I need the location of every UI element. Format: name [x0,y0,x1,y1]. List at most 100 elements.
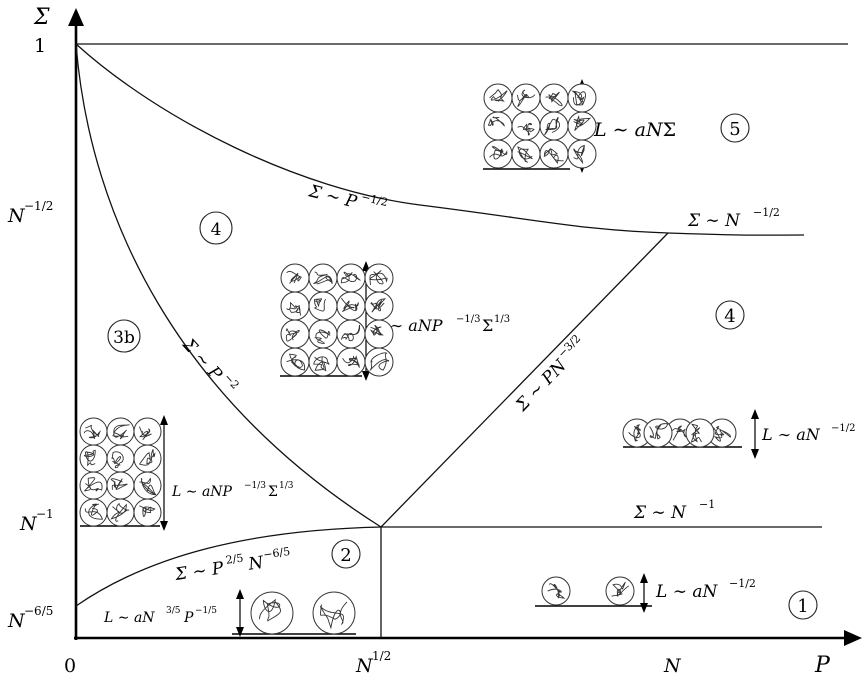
svg-text:−6/5: −6/5 [262,545,290,562]
chain-squiggle [313,271,333,285]
svg-text:1/2: 1/2 [372,649,391,663]
x-tick-n: N [663,655,682,677]
chain-squiggle [340,271,361,284]
chain-squiggle [649,423,669,440]
chain-squiggle [544,116,561,136]
svg-text:−1/2: −1/2 [831,423,855,434]
chain-squiggle [545,91,563,107]
chain-squiggle [517,89,536,107]
svg-text:−1/3: −1/3 [456,314,480,325]
blob-r3a [106,498,135,527]
chain-squiggle [138,426,152,440]
blob-r2 [250,591,294,635]
region-3a-label: 3b [107,319,141,353]
svg-text:5: 5 [729,119,740,140]
y-tick-n-six-fifths: N −6/5 [7,604,53,632]
x-tick-0: 0 [64,655,76,677]
left-boundary-label: Σ ∼ P −2 [178,334,242,391]
diagonal-boundary-label: Σ ∼ PN −3/2 [512,332,584,416]
chain-squiggle [84,477,103,492]
svg-text:L ∼ aN: L ∼ aN [761,425,821,444]
chain-squiggle [517,122,535,136]
y-tick-n-half: N −1/2 [7,199,53,227]
region-1-label: 1 [788,590,818,620]
region-5-label: 5 [720,113,750,143]
chain-squiggle [611,581,629,597]
height-label-r1: L ∼ aN −1/2 [655,577,756,602]
svg-text:N: N [7,610,26,632]
chain-squiggle [340,297,359,312]
lower-left-boundary-label: Σ ∼ P 2/5 N −6/5 [173,545,291,585]
svg-text:Σ: Σ [482,316,493,335]
svg-text:−6/5: −6/5 [24,604,53,618]
svg-text:Σ ∼ PN: Σ ∼ PN [512,355,572,416]
svg-text:N: N [19,513,38,535]
chain-squiggle [342,355,360,368]
height-label-r4: L ∼ aN −1/2 [761,423,855,444]
svg-text:Σ ∼ N: Σ ∼ N [687,211,741,231]
blob-r1 [541,576,571,606]
svg-text:Σ ∼ P: Σ ∼ P [173,558,225,585]
blob-r5 [511,111,541,141]
chain-squiggle [139,505,156,517]
chain-squiggle [547,583,566,599]
blob-r5 [483,111,513,141]
upper-curve [75,43,805,236]
svg-text:−1: −1 [36,507,54,521]
svg-text:N: N [355,655,374,677]
chain-squiggle [517,146,533,163]
svg-text:1/3: 1/3 [279,481,294,491]
x-tick-n-half: N 1/2 [355,649,391,677]
svg-text:L ∼ aN: L ∼ aN [655,582,718,602]
svg-text:−1/2: −1/2 [729,577,756,590]
blob-r3b [308,263,338,293]
blob-r4 [643,418,673,448]
svg-text:P: P [183,610,194,626]
upper-boundary-label: Σ ∼ P −1/2 [306,181,389,213]
svg-text:−1/5: −1/5 [195,606,217,616]
right-upper-boundary-label: Σ ∼ N −1/2 [687,206,780,231]
chain-squiggle [690,423,702,443]
y-tick-n-inv: N −1 [19,507,54,535]
chain-squiggle [111,451,124,469]
svg-text:Σ ∼ P: Σ ∼ P [306,181,359,213]
svg-text:−1/2: −1/2 [360,190,389,209]
chain-squiggle [319,601,348,630]
svg-text:2: 2 [340,545,351,566]
svg-text:3/5: 3/5 [166,606,181,616]
svg-text:1/3: 1/3 [494,314,510,325]
blob-r3b [308,291,338,321]
chain-squiggle [139,477,157,496]
height-label-r5: L ∼ aNΣ [593,119,676,141]
chain-squiggle [110,478,128,490]
chain-squiggle [110,502,130,522]
blob-r3b [364,263,394,293]
svg-text:4: 4 [211,220,222,240]
svg-text:N: N [7,205,26,227]
chain-squiggle [139,449,156,466]
blob-r1 [605,576,635,606]
left-curve [75,43,382,528]
blob-r5 [539,111,569,141]
chain-squiggle [489,146,508,160]
blob-r5 [511,83,541,113]
region-2-label: 2 [331,539,361,569]
svg-text:3b: 3b [113,328,135,348]
svg-text:L ∼ aNΣ: L ∼ aNΣ [593,119,676,141]
diagonal-line [380,232,669,528]
lower-right-boundary-label: Σ ∼ N −1 [633,498,715,523]
chain-squiggle [573,115,592,131]
chain-squiggle [571,90,586,106]
chain-squiggle [112,424,131,440]
x-axis-label: P [814,653,831,678]
svg-text:−1: −1 [699,498,715,511]
svg-text:1: 1 [797,596,808,617]
chain-squiggle [713,425,731,442]
y-axis-label: Σ [33,5,50,30]
svg-text:Σ: Σ [268,484,278,500]
blob-r5 [567,111,597,141]
polymer-blobs [79,83,737,635]
blob-r3b [280,319,310,349]
chain-squiggle [370,298,387,313]
